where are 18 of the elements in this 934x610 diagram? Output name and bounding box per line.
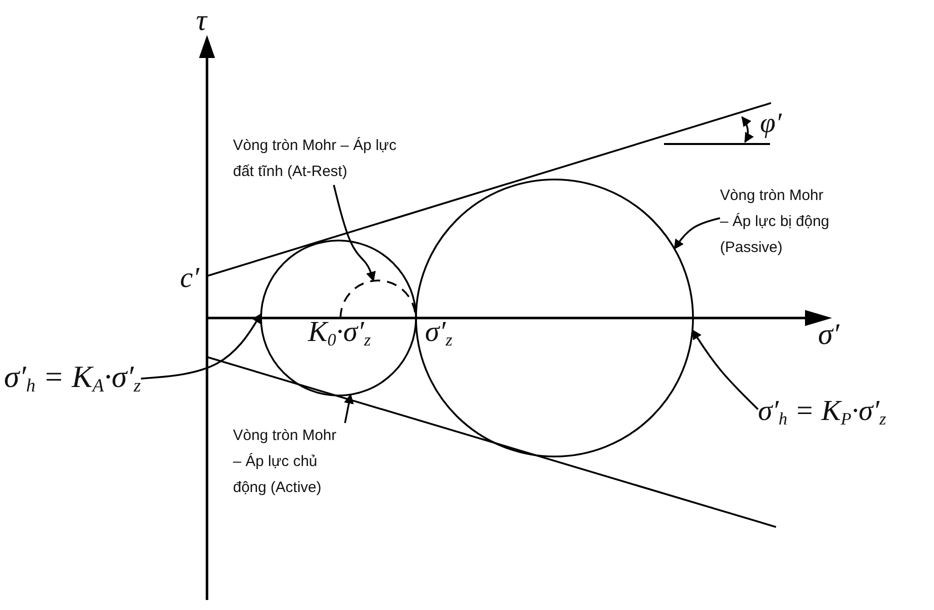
mohr-circle [260, 240, 417, 396]
leader-arrow [140, 313, 262, 380]
annotation-text: Vòng tròn Mohr – Áp lực chủ động (Active) [233, 423, 345, 501]
annotation-text: Vòng tròn Mohr – Áp lực bị động (Passive) [720, 183, 832, 261]
stress-label: σ′$_{z}$ [425, 318, 452, 349]
angle-label: φ′ [760, 110, 782, 138]
axis-value-label: c′ [180, 264, 200, 293]
annotation-text: Vòng tròn Mohr – Áp lực đất tĩnh (At-Rest) [233, 133, 401, 185]
mohr-circle [415, 178, 694, 458]
leader-arrow [674, 217, 720, 250]
leader-arrow [692, 329, 759, 410]
axis-label: σ′ [818, 320, 840, 350]
formula-label: σ′$_{h}$ = K$_{P}$·σ′$_{z}$ [758, 397, 886, 428]
axis-label: τ [196, 6, 207, 36]
formula-label: σ′$_{h}$ = K$_{A}$·σ′$_{z}$ [4, 361, 141, 396]
leader-arrow [332, 184, 376, 282]
leader-arrow [344, 394, 354, 424]
stress-label: K$_{0}$·σ′$_{z}$ [308, 318, 371, 349]
